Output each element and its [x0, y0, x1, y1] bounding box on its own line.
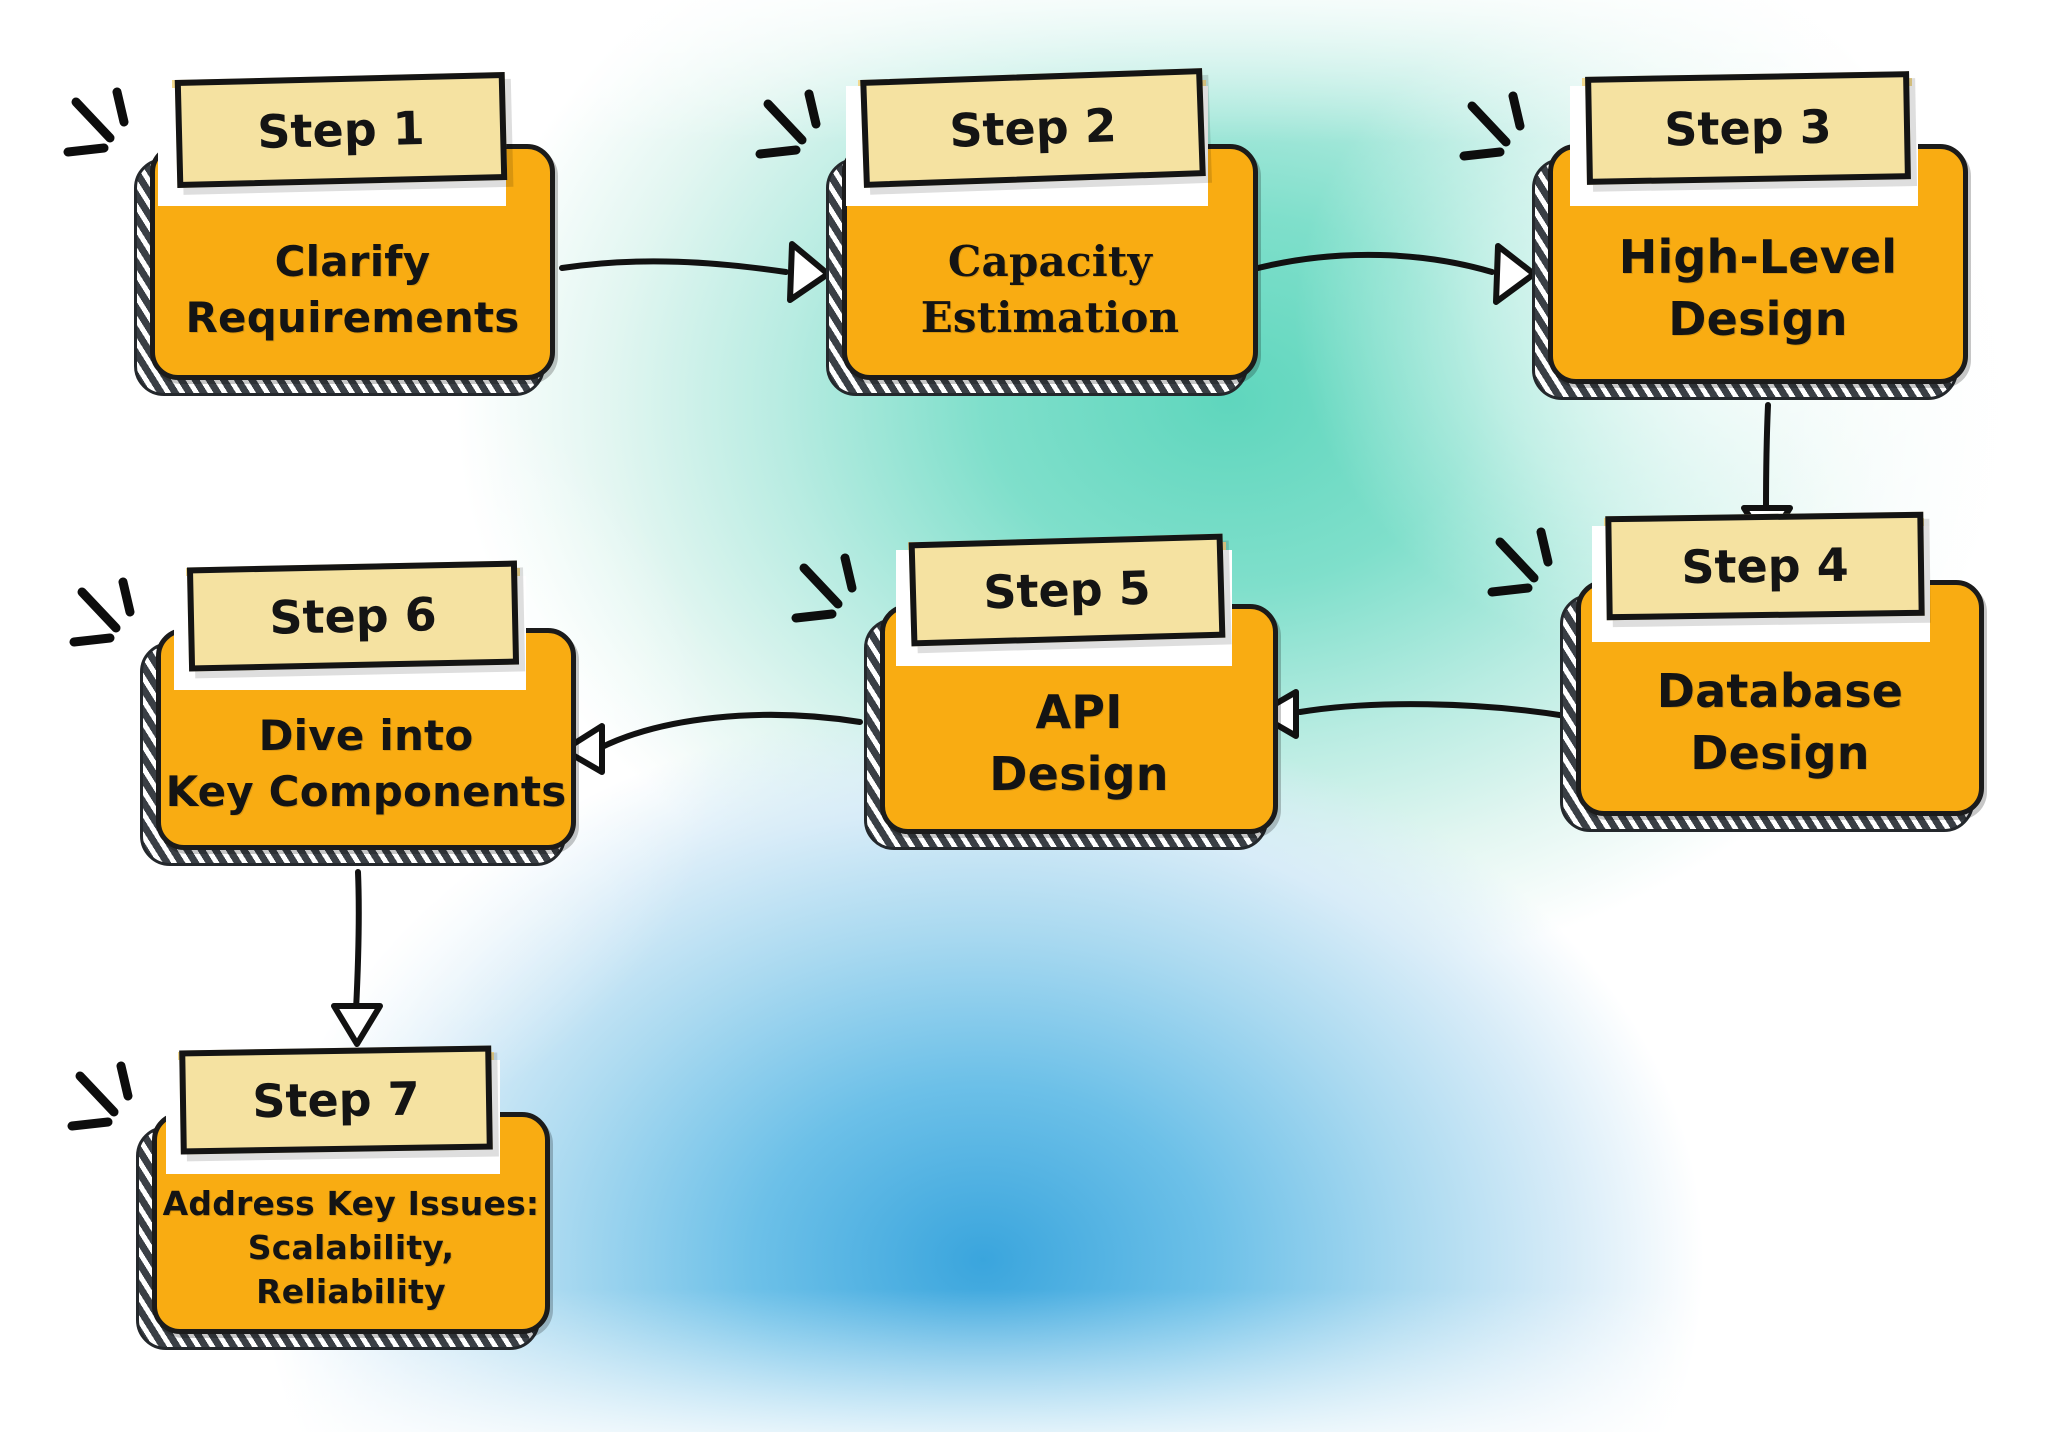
node-text-line: High-Level	[1618, 230, 1898, 285]
node-text-line: Requirements	[185, 293, 520, 342]
node-text: High-Level Design	[1548, 194, 1968, 384]
step-label-text: Step 2	[948, 98, 1118, 158]
node-text-line: Key Components	[165, 767, 567, 816]
node-step2[interactable]: Step 2 Capacity Estimation	[755, 68, 1258, 396]
step-label-chip: Step 5	[908, 533, 1226, 647]
step-label-text: Step 6	[268, 587, 438, 645]
node-text-line: Estimation	[920, 293, 1180, 342]
node-text-line: API	[1035, 685, 1123, 740]
node-text-line: Address Key Issues:	[162, 1183, 540, 1223]
node-step4[interactable]: Step 4 Database Design	[1487, 511, 1984, 832]
node-text-line: Clarify	[274, 236, 431, 286]
node-step6[interactable]: Step 6 Dive into Key Components	[69, 560, 576, 866]
step-label-chip: Step 1	[174, 71, 508, 189]
node-text: Dive into Key Components	[156, 678, 576, 850]
node-text-line: Database	[1656, 664, 1904, 719]
step-label-text: Step 5	[982, 560, 1152, 620]
node-text-line: Design	[1668, 292, 1848, 346]
step-label-chip: Step 4	[1605, 511, 1925, 621]
step-label-chip: Step 6	[186, 560, 520, 672]
node-text-line: Design	[1690, 726, 1870, 780]
node-text: Capacity Estimation	[842, 200, 1258, 380]
step-label-chip: Step 7	[179, 1045, 493, 1155]
step-label-chip: Step 3	[1585, 71, 1911, 185]
step-label-text: Step 1	[256, 100, 426, 160]
node-text-line: Scalability, Reliability	[247, 1227, 455, 1312]
node-text-line: Dive into	[258, 710, 474, 760]
step-label-text: Step 7	[251, 1071, 421, 1129]
step-label-text: Step 3	[1663, 99, 1833, 157]
step-label-chip: Step 2	[860, 68, 1206, 188]
node-step7[interactable]: Step 7 Address Key Issues: Scalability, …	[67, 1045, 550, 1350]
node-step1[interactable]: Step 1 Clarify Requirements	[63, 71, 555, 396]
node-text: Database Design	[1576, 630, 1984, 816]
node-step5[interactable]: Step 5 API Design	[791, 533, 1278, 850]
node-step3[interactable]: Step 3 High-Level Design	[1459, 71, 1968, 400]
node-text-line: Capacity	[947, 236, 1153, 286]
node-text: Clarify Requirements	[150, 200, 555, 380]
node-text: Address Key Issues: Scalability, Reliabi…	[152, 1162, 550, 1334]
step-label-text: Step 4	[1680, 537, 1850, 595]
node-text-line: Design	[989, 747, 1169, 801]
node-text: API Design	[880, 654, 1278, 834]
